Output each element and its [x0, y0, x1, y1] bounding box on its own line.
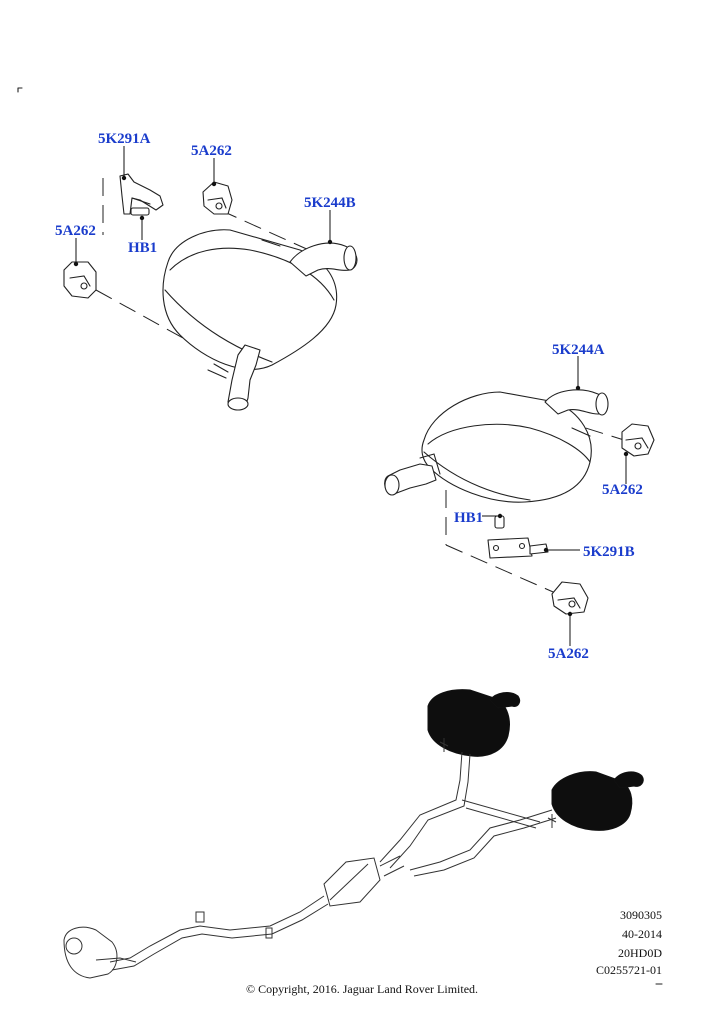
insulator-5a262-right: [621, 423, 655, 457]
callout-5k244a[interactable]: 5K244A: [552, 342, 605, 358]
insulator-5a262-top: [202, 181, 233, 215]
callout-5a262-top[interactable]: 5A262: [191, 143, 232, 159]
ref-code-3: 20HD0D: [618, 946, 662, 960]
callout-5k291b[interactable]: 5K291B: [583, 544, 635, 560]
callout-hb1-right[interactable]: HB1: [454, 510, 484, 526]
dashed-guide-line: [445, 544, 561, 596]
exhaust-system-overview: [63, 689, 644, 979]
dashed-guide-line: [219, 209, 321, 256]
callout-5a262-bottom[interactable]: 5A262: [548, 646, 589, 662]
ref-code-4: C0255721-01: [596, 963, 662, 977]
insulator-5a262-bottom: [551, 581, 589, 615]
insulator-5a262-left: [63, 261, 97, 299]
bracket-5k291a: [119, 173, 164, 216]
bracket-5k291b: [487, 515, 549, 559]
callout-5a262-left[interactable]: 5A262: [55, 223, 96, 239]
corner-mark: [17, 87, 23, 93]
callout-hb1-left[interactable]: HB1: [128, 240, 158, 256]
callout-5a262-right[interactable]: 5A262: [602, 482, 643, 498]
ref-code-1: 3090305: [620, 908, 662, 922]
callout-5k244b[interactable]: 5K244B: [304, 195, 356, 211]
callout-5k291a[interactable]: 5K291A: [98, 131, 151, 147]
ref-code-2: 40-2014: [622, 927, 662, 941]
copyright-notice: © Copyright, 2016. Jaguar Land Rover Lim…: [245, 982, 479, 996]
muffler-5k244b: [162, 229, 358, 411]
muffler-5k244a: [384, 389, 609, 503]
